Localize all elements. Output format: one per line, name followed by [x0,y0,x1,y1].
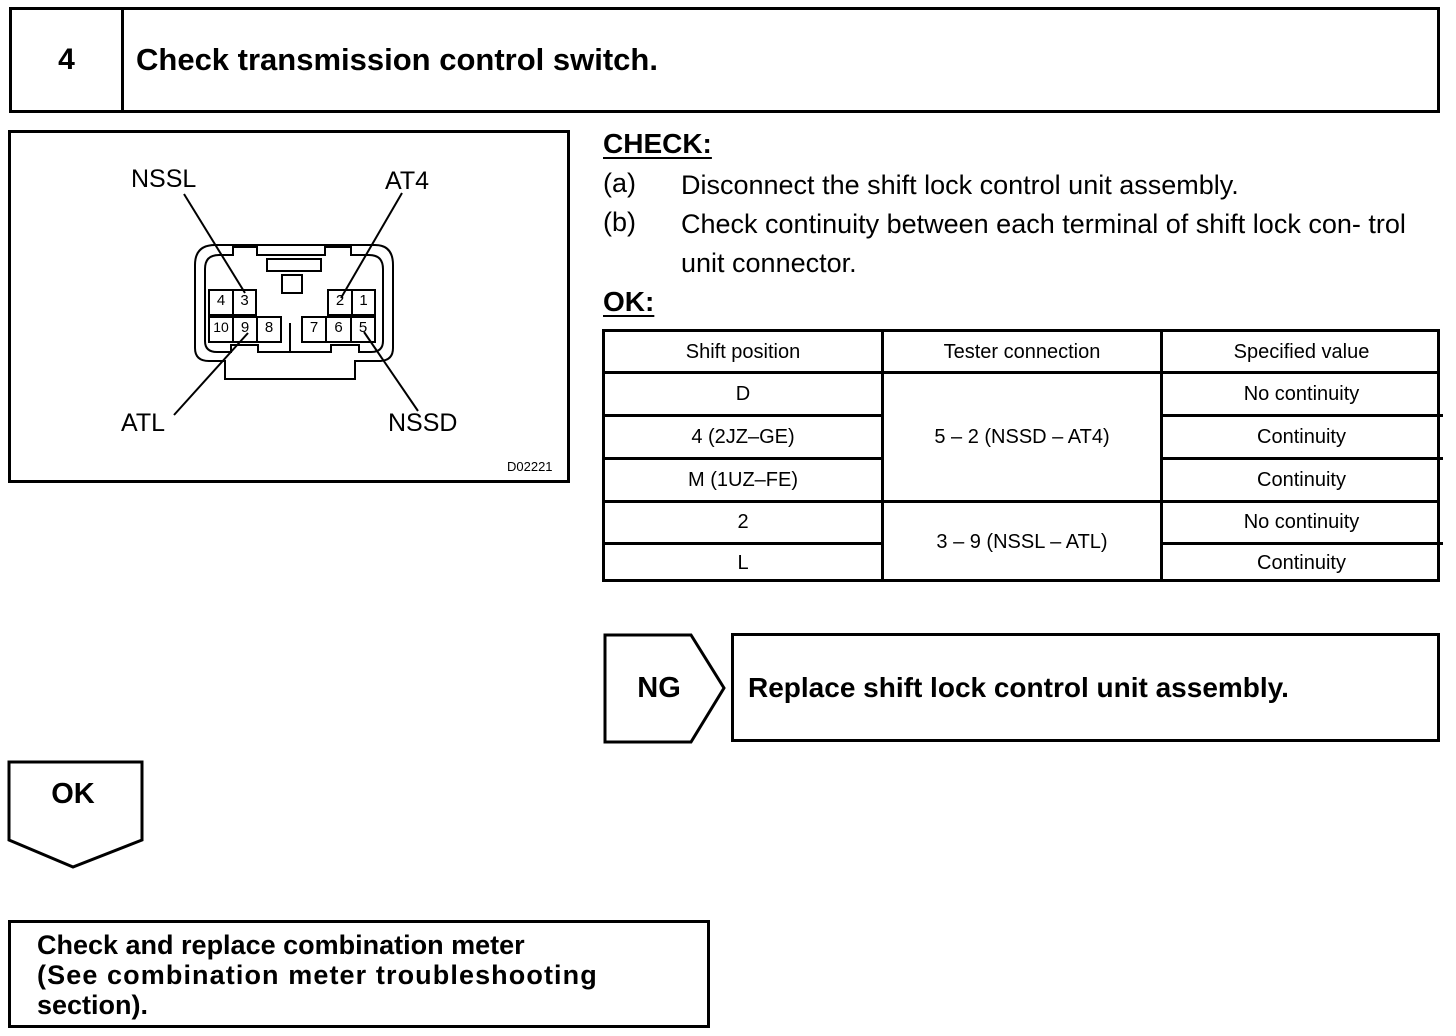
table-cell: D [735,382,751,405]
step-number: 4 [12,10,124,110]
step-title: Check transmission control switch. [136,42,658,77]
table-divider [605,500,1437,503]
pin-10: 10 [213,319,229,335]
next-step-box: Check and replace combination meter (See… [8,920,710,1028]
pin-9: 9 [240,319,250,336]
table-divider [1163,457,1443,460]
pin-1: 1 [359,292,368,309]
ok-heading: OK: [603,286,655,317]
ok-arrow-shape [7,760,144,869]
header-tester-connection: Tester connection [943,340,1101,363]
label-atl: ATL [121,409,165,437]
table-cell: No continuity [1243,382,1360,405]
step-a-label: (a) [603,168,636,198]
header-shift-position: Shift position [685,340,801,363]
label-at4: AT4 [385,167,429,195]
pin-3: 3 [240,292,249,309]
next-step-line: (See combination meter troubleshooting [37,960,598,990]
table-cell: M (1UZ–FE) [688,468,798,491]
table-cell: Continuity [1257,425,1346,448]
label-nssl: NSSL [131,165,197,193]
ng-arrow-shape [603,633,726,744]
table-divider [1163,542,1443,545]
connector-drawing [173,192,419,416]
table-cell: L [737,552,749,574]
table-cell: 4 (2JZ–GE) [691,425,795,448]
label-nssd: NSSD [388,409,458,437]
ok-label: OK [51,778,95,810]
table-divider [605,371,1437,374]
pin-8: 8 [264,319,274,336]
table-divider [605,542,881,545]
figure-code: D02221 [507,459,553,474]
ng-result-box: Replace shift lock control unit assembly… [731,633,1440,742]
step-b-text: Check continuity between each terminal o… [681,209,1406,278]
step-b-label: (b) [603,207,636,237]
step-header: 4 Check transmission control switch. [9,7,1440,113]
next-step-line: Check and replace combination meter [37,930,525,960]
table-cell: Continuity [1257,552,1346,574]
check-heading: CHECK: [603,128,712,159]
spec-table: Shift position Tester connection Specifi… [602,329,1443,582]
table-divider [605,457,881,460]
pin-6: 6 [334,319,343,336]
table-cell: 3 – 9 (NSSL – ATL) [936,531,1108,553]
pin-5: 5 [358,319,368,336]
pin-2: 2 [335,292,345,309]
table-cell: 5 – 2 (NSSD – AT4) [934,425,1110,448]
table-divider [881,332,884,579]
step-a-text: Disconnect the shift lock control unit a… [681,170,1239,200]
table-divider [1163,414,1443,417]
table-cell: Continuity [1257,468,1346,491]
table-divider [605,414,881,417]
connector-diagram: NSSL AT4 ATL NSSD 4 3 10 9 8 2 1 7 6 5 D… [8,130,570,483]
table-divider [1160,332,1163,579]
table-cell: No continuity [1243,511,1360,533]
table-cell: 2 [737,511,749,533]
next-step-line: section). [37,990,149,1020]
pin-4: 4 [216,292,226,309]
ng-label: NG [637,672,681,704]
pin-7: 7 [309,319,319,336]
header-specified-value: Specified value [1233,340,1370,363]
